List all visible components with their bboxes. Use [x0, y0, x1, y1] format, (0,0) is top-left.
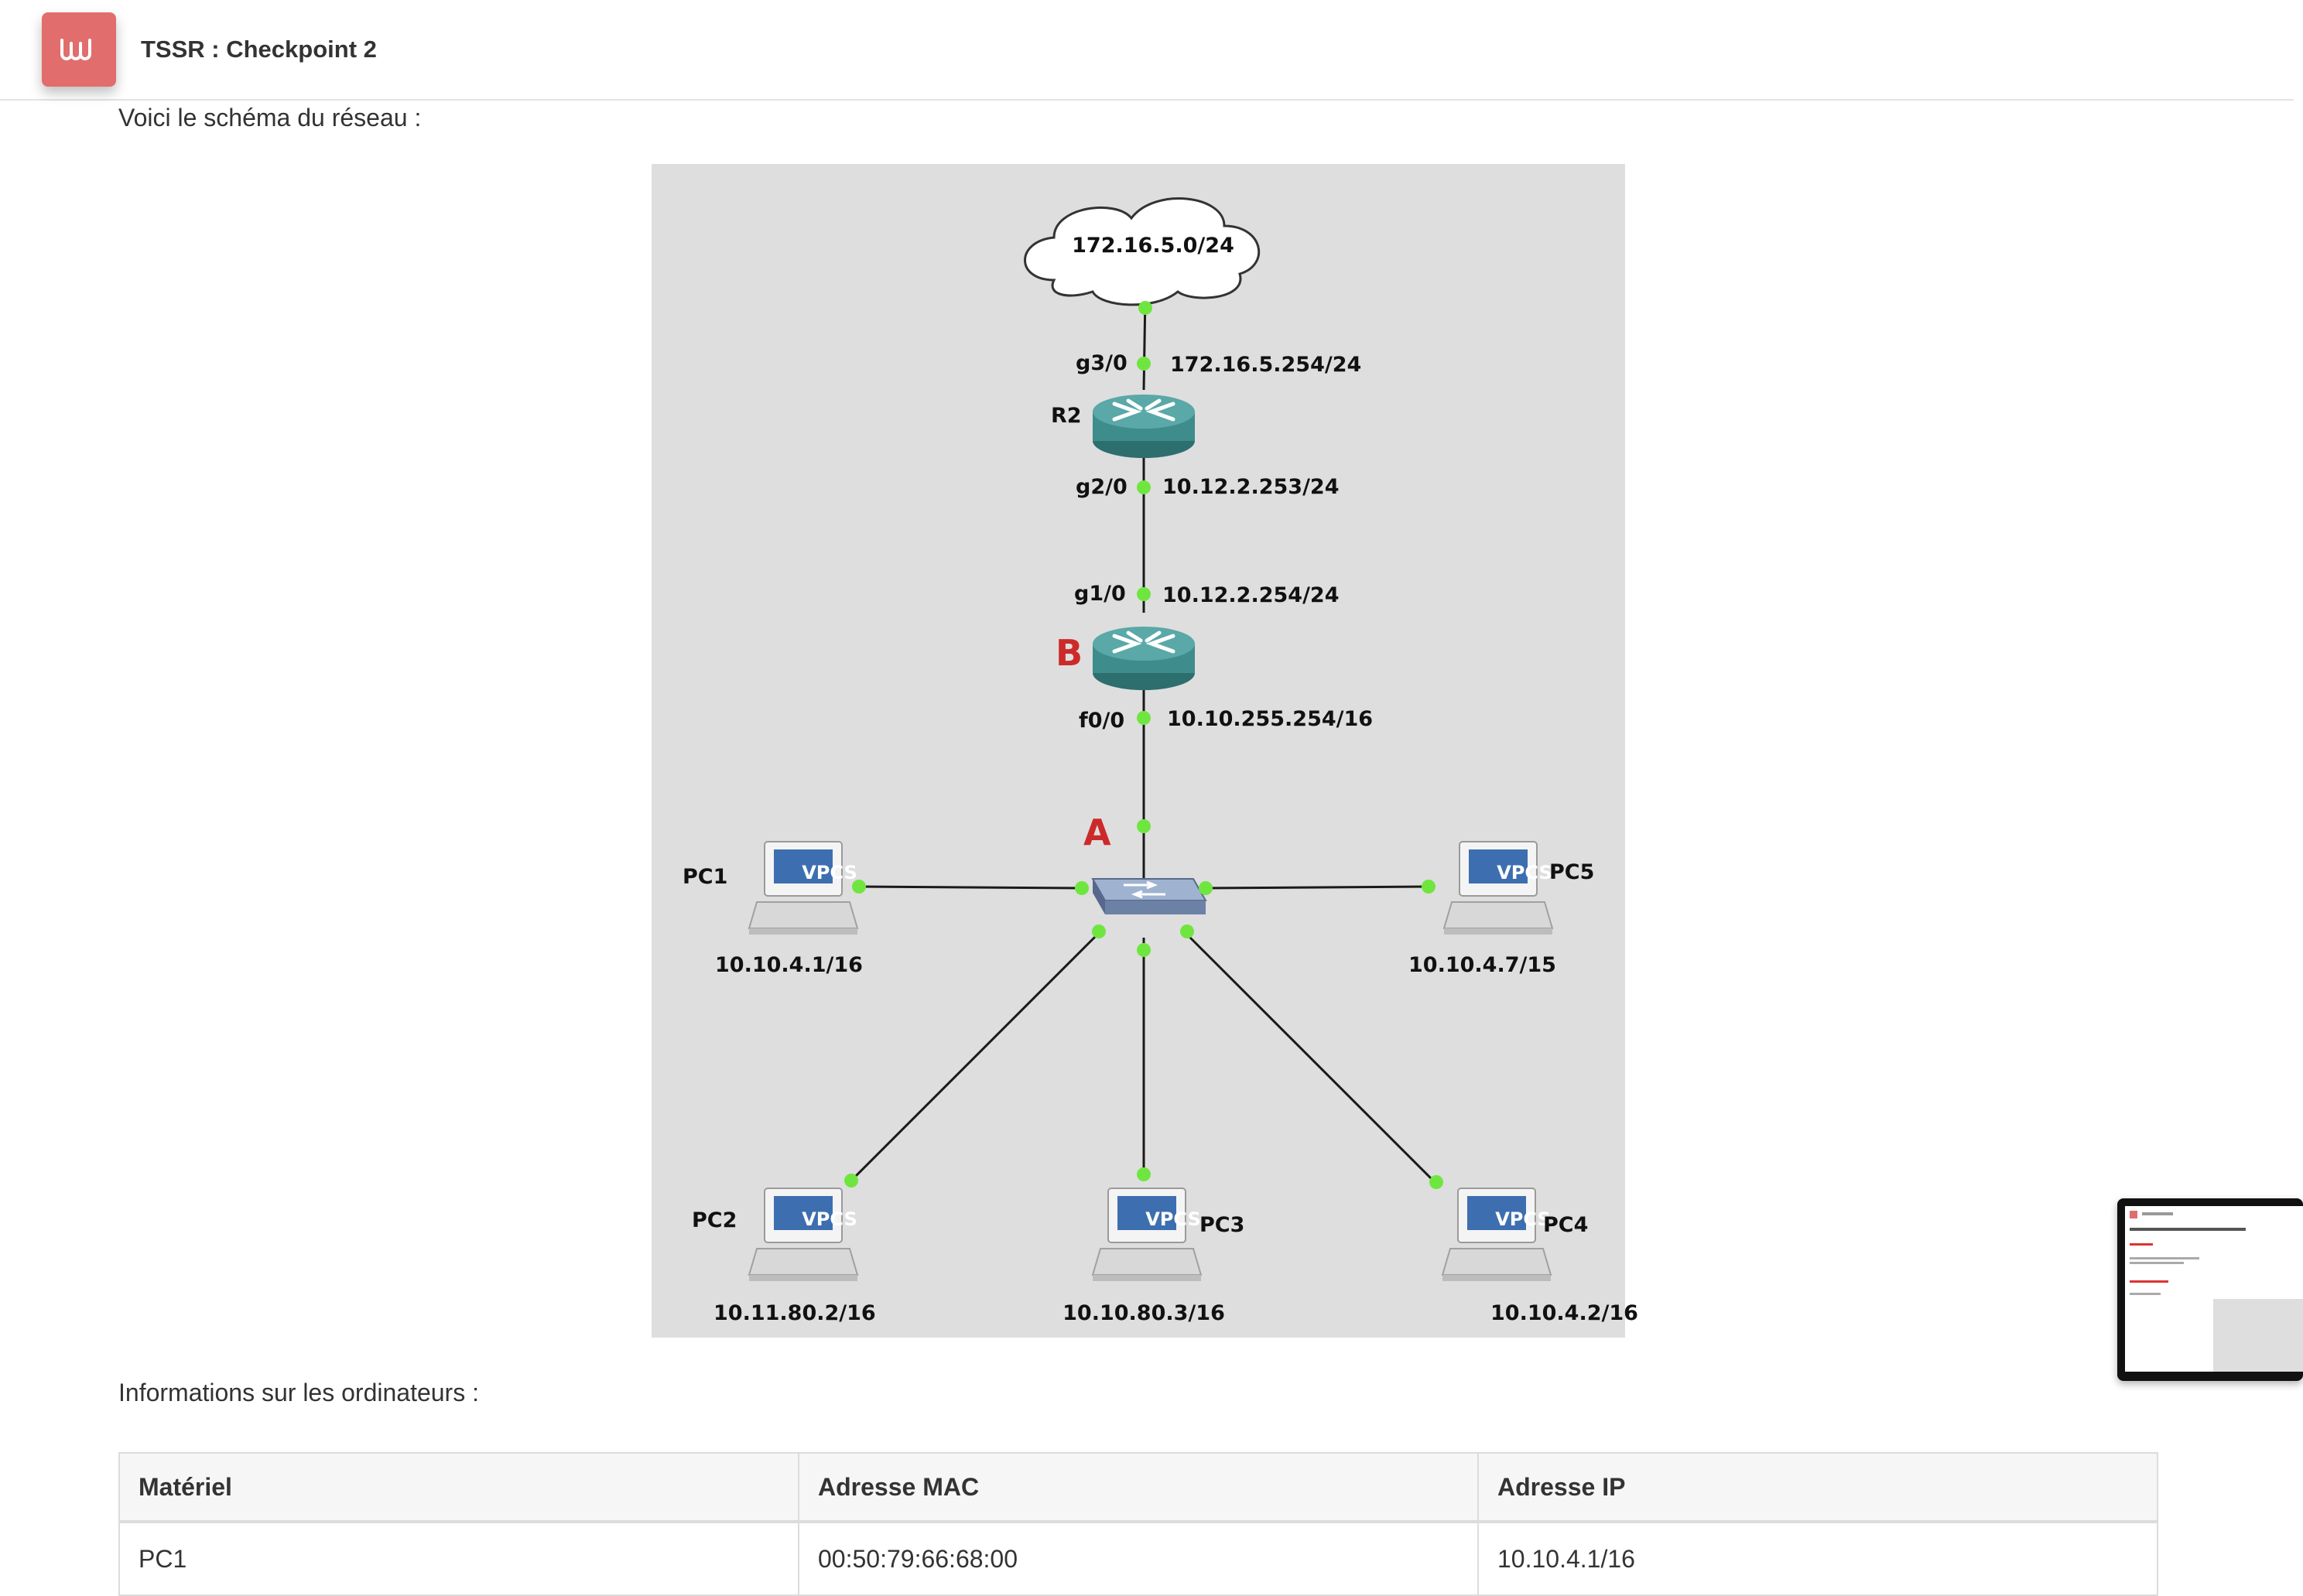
pc2-icon[interactable]	[748, 1188, 858, 1282]
app-header: TSSR : Checkpoint 2	[0, 0, 2294, 101]
r2-g3-ip-label: 172.16.5.254/24	[1170, 353, 1361, 377]
switch-a-icon[interactable]	[1091, 878, 1207, 914]
pc4-vpcs-label: VPCS	[1495, 1208, 1551, 1230]
b-g1-ip-label: 10.12.2.254/24	[1162, 583, 1340, 607]
pc1-ip-label: 10.10.4.1/16	[715, 953, 863, 977]
pc5-name-label: PC5	[1549, 860, 1594, 884]
router-b-icon[interactable]	[1093, 627, 1195, 690]
table-header-row: Matériel Adresse MAC Adresse IP	[118, 1452, 2158, 1523]
pc5-icon[interactable]	[1443, 841, 1553, 935]
pc5-vpcs-label: VPCS	[1497, 862, 1552, 883]
router-b-letter: B	[1056, 632, 1083, 674]
computers-heading: Informations sur les ordinateurs :	[118, 1379, 479, 1406]
pc4-icon[interactable]	[1442, 1188, 1552, 1282]
cloud-network-label: 172.16.5.0/24	[1072, 234, 1234, 258]
pc4-ip-label: 10.10.4.2/16	[1490, 1301, 1638, 1325]
b-f0-port-label: f0/0	[1079, 709, 1124, 733]
router-r2-icon[interactable]	[1093, 395, 1195, 458]
pc1-icon[interactable]	[748, 841, 858, 935]
computers-table: Matériel Adresse MAC Adresse IP PC1 00:5…	[118, 1452, 2158, 1596]
app-logo[interactable]	[42, 12, 116, 87]
pc3-vpcs-label: VPCS	[1145, 1208, 1201, 1230]
r2-g2-ip-label: 10.12.2.253/24	[1162, 475, 1340, 499]
pc5-ip-label: 10.10.4.7/15	[1408, 953, 1556, 977]
table-row: PC1 00:50:79:66:68:00 10.10.4.1/16	[118, 1521, 2158, 1596]
page-title: TSSR : Checkpoint 2	[141, 36, 377, 63]
pc1-vpcs-label: VPCS	[802, 862, 857, 883]
network-diagram: 172.16.5.0/24 R2 g3/0 172.16.5.254/24 g2…	[652, 164, 1638, 1338]
r2-g2-port-label: g2/0	[1076, 475, 1128, 499]
page-thumbnail-preview[interactable]	[2117, 1198, 2303, 1381]
waves-icon	[60, 39, 91, 60]
pc3-icon[interactable]	[1092, 1188, 1202, 1282]
pc2-ip-label: 10.11.80.2/16	[713, 1301, 876, 1325]
cell-ip: 10.10.4.1/16	[1477, 1521, 2158, 1596]
cell-materiel: PC1	[118, 1521, 799, 1596]
pc2-vpcs-label: VPCS	[802, 1208, 857, 1230]
cell-mac: 00:50:79:66:68:00	[798, 1521, 1479, 1596]
column-header-materiel: Matériel	[118, 1452, 799, 1523]
pc3-ip-label: 10.10.80.3/16	[1063, 1301, 1225, 1325]
router-r2-label: R2	[1051, 404, 1082, 428]
switch-a-letter: A	[1083, 812, 1111, 853]
column-header-ip: Adresse IP	[1477, 1452, 2158, 1523]
cloud-icon	[1024, 197, 1261, 306]
pc1-name-label: PC1	[683, 865, 727, 889]
pc2-name-label: PC2	[692, 1208, 737, 1232]
column-header-mac: Adresse MAC	[798, 1452, 1479, 1523]
thumbnail-content	[2125, 1206, 2303, 1372]
b-g1-port-label: g1/0	[1074, 582, 1126, 606]
r2-g3-port-label: g3/0	[1076, 351, 1128, 375]
pc3-name-label: PC3	[1199, 1213, 1244, 1237]
b-f0-ip-label: 10.10.255.254/16	[1167, 707, 1373, 731]
pc4-name-label: PC4	[1543, 1213, 1588, 1237]
intro-text: Voici le schéma du réseau :	[118, 104, 422, 132]
